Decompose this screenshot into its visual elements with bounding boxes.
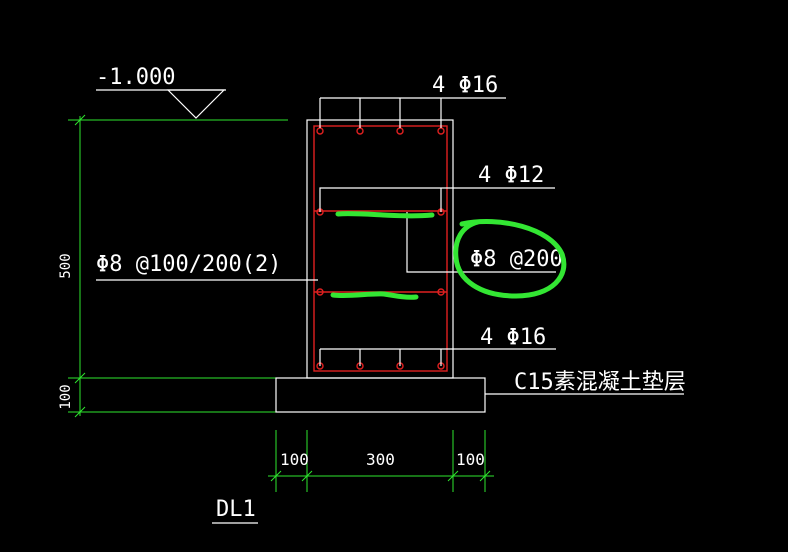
- bottom-bars-label: 4 Φ16: [480, 325, 546, 350]
- drawing-title: DL1: [212, 497, 258, 524]
- markup-stroke-lower: [330, 291, 419, 300]
- dim-left-label: 100: [280, 450, 309, 469]
- rebar-dot: [437, 127, 445, 135]
- cushion-callout: C15素混凝土垫层: [485, 370, 686, 395]
- cushion-label: C15素混凝土垫层: [514, 370, 686, 395]
- markup-circle: [453, 219, 567, 299]
- stirrup-label: Φ8 @100/200(2): [96, 252, 281, 277]
- tie-bars-callout: Φ8 @200: [406, 212, 563, 273]
- side-bars-callout: 4 Φ12: [319, 163, 555, 212]
- rebar-dot: [356, 127, 364, 135]
- tie-bars-label: Φ8 @200: [470, 247, 563, 272]
- markup-annotations: [330, 211, 567, 300]
- side-bars-leader: [319, 187, 555, 212]
- cushion-layer: [275, 377, 486, 413]
- bottom-bars-callout: 4 Φ16: [319, 325, 556, 366]
- dim-right-label: 100: [456, 450, 485, 469]
- dim-width-label: 300: [366, 450, 395, 469]
- drawing-title-label: DL1: [216, 497, 256, 522]
- vertical-dimensions: 500 100: [58, 114, 306, 418]
- top-bars-callout: 4 Φ16: [319, 73, 506, 128]
- top-bars-label: 4 Φ16: [432, 73, 498, 98]
- rebar-dot: [396, 127, 404, 135]
- stirrup-callout: Φ8 @100/200(2): [96, 252, 318, 281]
- markup-stroke-upper: [335, 211, 435, 219]
- dim-tick-mid: [74, 372, 86, 384]
- rebar-dot: [437, 288, 445, 296]
- dim-tick-bottom: [74, 406, 86, 418]
- rebar-dot: [316, 127, 324, 135]
- side-bars-label: 4 Φ12: [478, 163, 544, 188]
- dim-height-label: 500: [58, 253, 74, 278]
- dim-tick-top: [74, 114, 86, 126]
- horizontal-dimensions: 100 300 100: [268, 430, 494, 492]
- elevation-triangle-icon: [166, 89, 226, 119]
- rebar-dot: [316, 288, 324, 296]
- rebar-cage: [313, 125, 448, 372]
- dim-cushion-label: 100: [58, 384, 74, 409]
- stirrup-outer: [313, 125, 448, 372]
- tie-bars-leader: [406, 212, 556, 273]
- elevation-marker: -1.000: [96, 65, 226, 119]
- elevation-label: -1.000: [96, 65, 175, 90]
- beam-section-outline: [306, 119, 454, 379]
